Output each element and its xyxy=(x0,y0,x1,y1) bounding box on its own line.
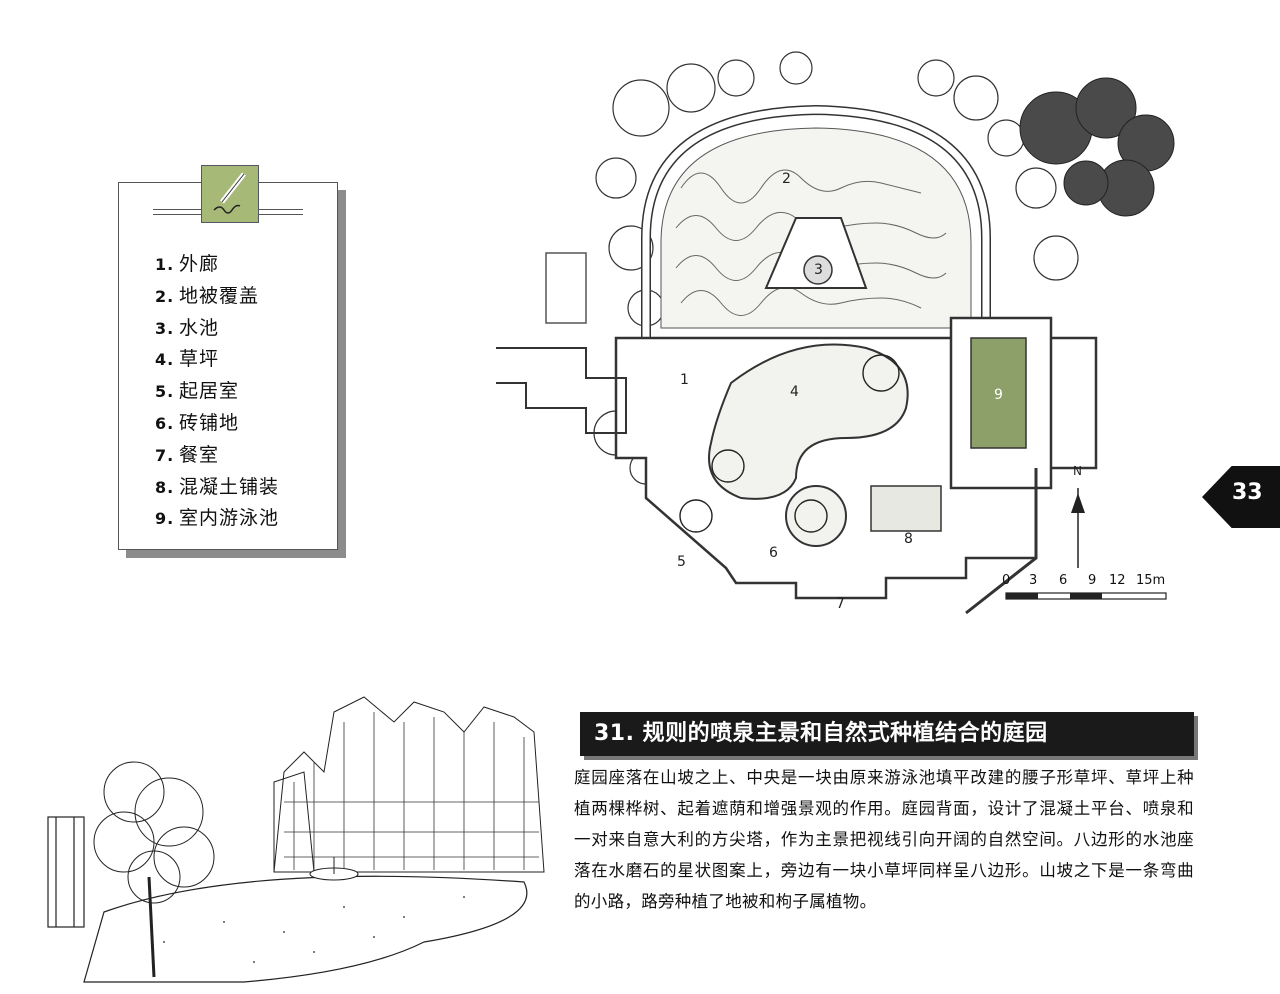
legend-item: 2.地被覆盖 xyxy=(155,284,260,307)
legend-item: 3.水池 xyxy=(155,316,220,339)
plan-label-2: 2 xyxy=(782,171,791,187)
caption-title: 31. 规则的喷泉主景和自然式种植结合的庭园 xyxy=(580,712,1194,756)
scale-tick: 6 xyxy=(1059,573,1068,588)
legend-item: 1.外廊 xyxy=(155,253,220,275)
plan-label-9: 9 xyxy=(994,387,1003,403)
scale-tick: 12 xyxy=(1109,573,1126,588)
legend-item: 4.草坪 xyxy=(155,348,220,371)
garden-plan: 1 2 3 4 5 6 7 8 9 N 0 3 6 9 12 15m xyxy=(496,38,1196,618)
garden-sketch xyxy=(44,692,550,990)
legend-item: 6.砖铺地 xyxy=(155,411,240,434)
pencil-icon xyxy=(201,165,259,223)
legend-list: 1.外廊 2.地被覆盖 3.水池 4.草坪 5.起居室 6.砖铺地 7.餐室 8… xyxy=(155,249,279,535)
legend-card: 1.外廊 2.地被覆盖 3.水池 4.草坪 5.起居室 6.砖铺地 7.餐室 8… xyxy=(118,165,338,550)
plan-label-5: 5 xyxy=(677,554,686,570)
plan-label-6: 6 xyxy=(769,545,778,561)
caption-body: 庭园座落在山坡之上、中央是一块由原来游泳池填平改建的腰子形草坪、草坪上种植两棵桦… xyxy=(574,768,1194,911)
legend-item: 5.起居室 xyxy=(155,380,240,403)
garden-plan-drawing xyxy=(496,51,1175,615)
north-label: N xyxy=(1073,464,1082,478)
legend-item: 9.室内游泳池 xyxy=(155,507,280,530)
plan-label-3: 3 xyxy=(814,262,823,278)
legend-item: 8.混凝土铺装 xyxy=(155,475,280,498)
plan-label-8: 8 xyxy=(904,531,913,547)
legend-item: 7.餐室 xyxy=(155,443,220,466)
scale-tick: 9 xyxy=(1088,573,1097,588)
plan-label-1: 1 xyxy=(680,372,689,388)
plan-label-7: 7 xyxy=(836,596,845,612)
scale-tick: 3 xyxy=(1029,573,1038,588)
page-number: 33 xyxy=(1232,480,1263,505)
plan-label-4: 4 xyxy=(790,384,799,400)
scale-tick: 0 xyxy=(1002,573,1011,588)
scale-tick: 15m xyxy=(1136,573,1166,588)
